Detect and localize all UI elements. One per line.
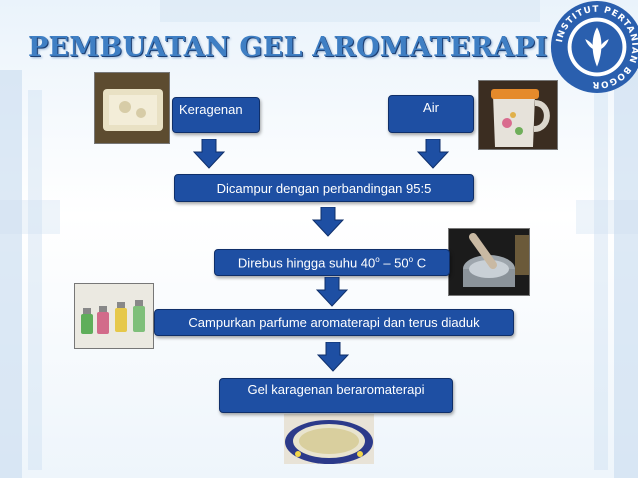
rebus-label: Direbus hingga suhu 40o – 50o C: [237, 254, 427, 271]
down-arrow-icon: [193, 139, 225, 169]
keragenan-box: Keragenan: [172, 97, 260, 133]
boiling-pot-photo: [448, 228, 530, 296]
keragenan-photo: [94, 72, 170, 144]
background-decoration: [0, 200, 60, 234]
air-pitcher-photo: [478, 80, 558, 150]
background-decoration: [0, 70, 22, 478]
keragenan-label: Keragenan: [179, 102, 243, 117]
page-title: PEMBUATAN GEL AROMATERAPI: [28, 32, 548, 63]
down-arrow-icon: [317, 342, 349, 372]
down-arrow-icon: [312, 207, 344, 237]
background-decoration: [576, 200, 638, 234]
gel-label: Gel karagenan beraromaterapi: [247, 382, 425, 397]
air-label: Air: [423, 100, 439, 115]
gel-plate-photo: [284, 414, 374, 464]
rebus-box: Direbus hingga suhu 40o – 50o C: [214, 249, 450, 276]
background-decoration: [28, 90, 42, 470]
down-arrow-icon: [316, 277, 348, 307]
background-decoration: [594, 90, 608, 470]
down-arrow-icon: [417, 139, 449, 169]
background-decoration: [614, 70, 638, 478]
parfum-label: Campurkan parfume aromaterapi dan terus …: [188, 315, 480, 330]
air-box: Air: [388, 95, 474, 133]
campur-box: Dicampur dengan perbandingan 95:5: [174, 174, 474, 202]
background-decoration: [160, 0, 540, 22]
gel-box: Gel karagenan beraromaterapi: [219, 378, 453, 413]
campur-label: Dicampur dengan perbandingan 95:5: [216, 180, 432, 196]
perfume-bottles-photo: [74, 283, 154, 349]
ipb-logo: INSTITUT PERTANIAN BOGOR: [550, 0, 638, 94]
parfum-box: Campurkan parfume aromaterapi dan terus …: [154, 309, 514, 336]
